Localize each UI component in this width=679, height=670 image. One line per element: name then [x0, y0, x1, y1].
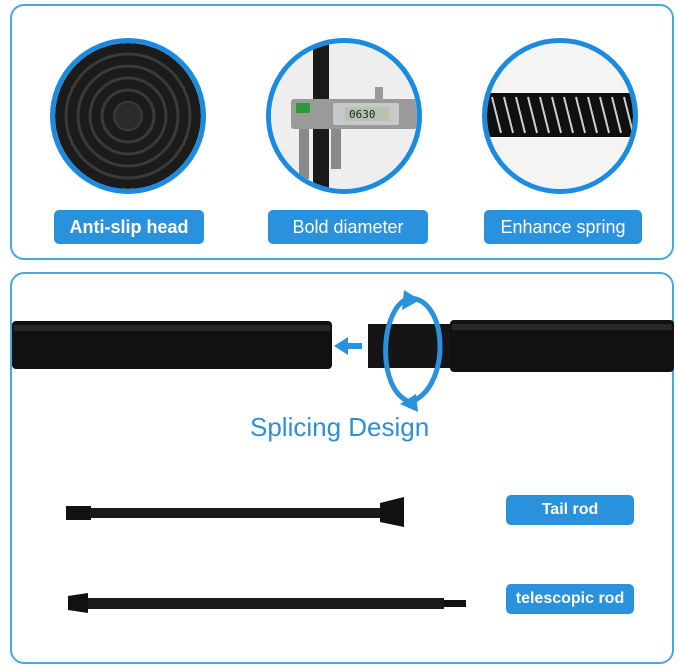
bold-diameter-image: 0630 [266, 38, 422, 194]
telescopic-rod-label: telescopic rod [506, 584, 634, 614]
anti-slip-head-label: Anti-slip head [54, 210, 204, 244]
rubber-foot-icon [55, 43, 201, 189]
anti-slip-head-image [50, 38, 206, 194]
caliper-reading: 0630 [349, 108, 376, 121]
splicing-design-title: Splicing Design [250, 412, 430, 442]
enhance-spring-label: Enhance spring [484, 210, 642, 244]
tail-rod-label: Tail rod [506, 495, 634, 525]
spring-icon [487, 43, 633, 189]
bold-diameter-label: Bold diameter [268, 210, 428, 244]
enhance-spring-image [482, 38, 638, 194]
caliper-icon [271, 43, 417, 189]
